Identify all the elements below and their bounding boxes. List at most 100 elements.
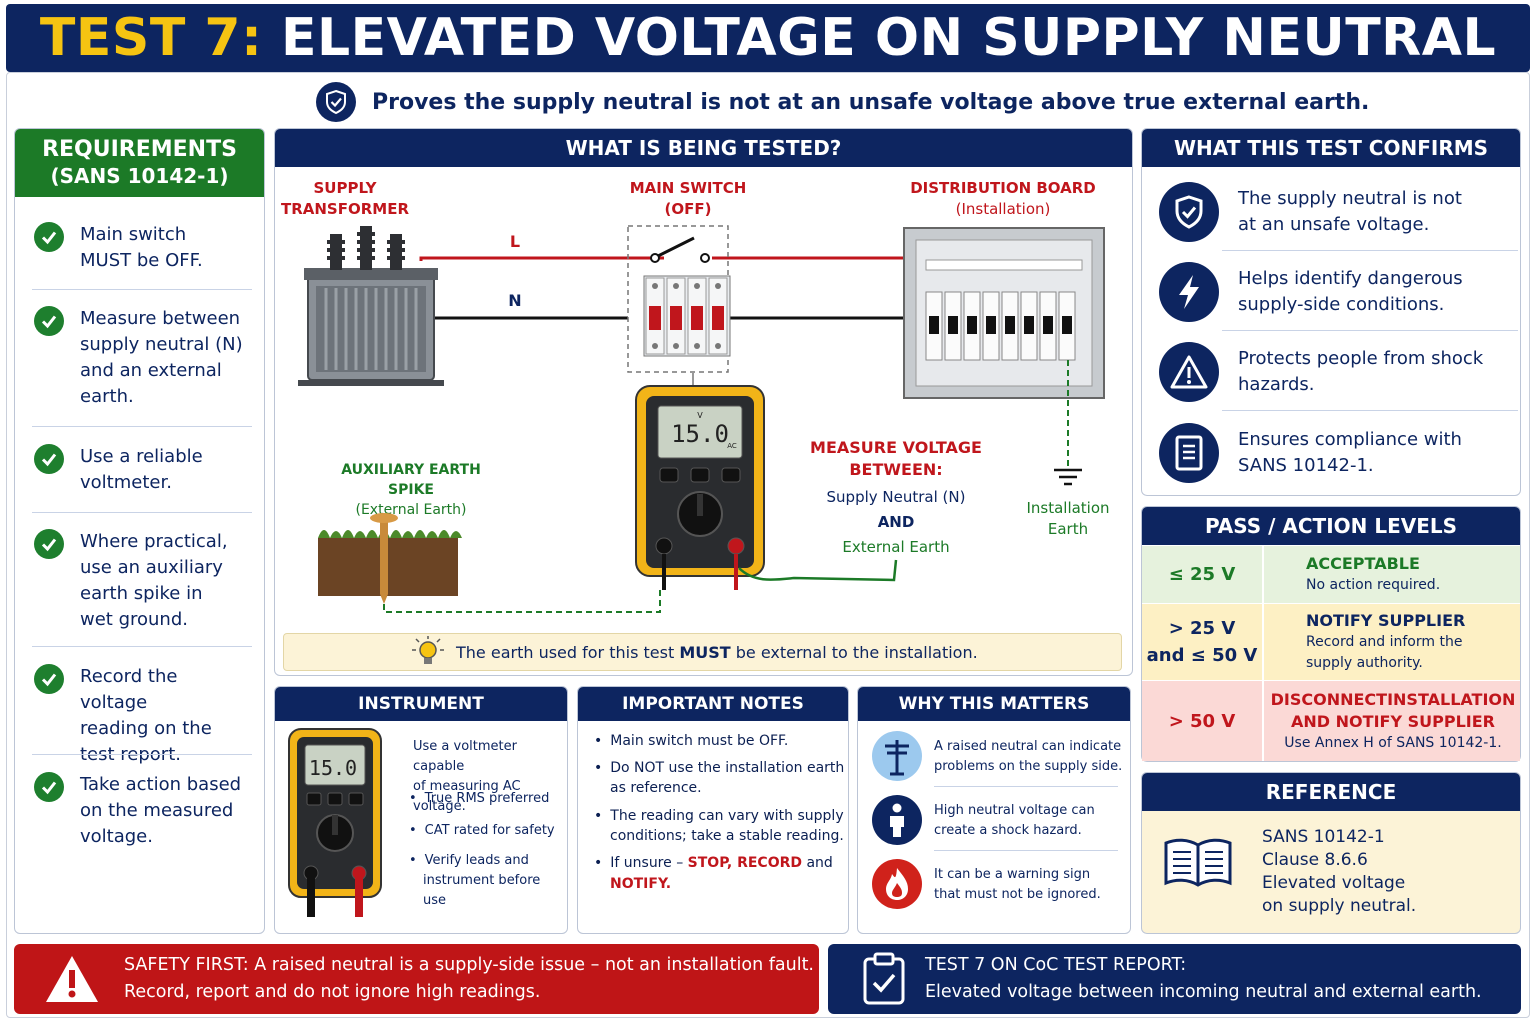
why-item-3: It can be a warning sign that must not b… — [934, 865, 1101, 905]
requirements-header: REQUIREMENTS (SANS 10142-1) — [15, 129, 264, 197]
check-icon — [34, 444, 64, 474]
confirm-item-text: Protects people from shock hazards. — [1238, 346, 1483, 398]
page-header: TEST 7: ELEVATED VOLTAGE ON SUPPLY NEUTR… — [6, 4, 1530, 72]
level-action-detail: Record and inform the — [1306, 634, 1463, 650]
requirement-line: voltage. — [80, 826, 153, 847]
title-prefix: TEST 7: — [39, 8, 263, 68]
db-label-2: (Installation) — [955, 200, 1051, 218]
earth-symbol-icon — [1054, 468, 1082, 486]
note-bullet-3: The reading can vary with supply — [594, 806, 843, 826]
instrument-bullet-3b: instrument before use — [423, 873, 541, 908]
why-item-2: High neutral voltage can create a shock … — [934, 801, 1095, 841]
safety-line-1: SAFETY FIRST: A raised neutral is a supp… — [124, 955, 814, 975]
confirm-line: at an unsafe voltage. — [1238, 214, 1430, 235]
measure-label-1: MEASURE VOLTAGE — [810, 438, 982, 457]
coc-line-1: TEST 7 ON CoC TEST REPORT: — [925, 955, 1187, 975]
clipboard-check-icon — [863, 952, 905, 1005]
why-sep-1 — [934, 786, 1118, 787]
note-4-and: and — [802, 855, 833, 871]
transformer-icon — [298, 226, 444, 386]
requirement-line: Measure between — [80, 308, 241, 329]
wiring-diagram: 15.0 V AC — [298, 225, 1105, 613]
main-switch-icon — [643, 236, 731, 357]
why-sep-2 — [934, 850, 1118, 851]
main-switch-label: MAIN SWITCH (OFF) — [613, 178, 763, 220]
why-item-2-line-1: High neutral voltage can — [934, 803, 1095, 818]
level-range: ≤ 25 V — [1142, 546, 1264, 603]
db-label-1: DISTRIBUTION BOARD — [910, 179, 1096, 197]
level-range-line: ≤ 25 V — [1168, 564, 1236, 585]
requirement-line: voltmeter. — [80, 472, 172, 493]
levels-title: PASS / ACTION LEVELS — [1142, 507, 1520, 545]
requirement-divider — [32, 426, 252, 427]
title-main: ELEVATED VOLTAGE ON SUPPLY NEUTRAL — [281, 8, 1497, 68]
note-bullet-2: Do NOT use the installation earth — [594, 758, 844, 778]
note-4-notify: NOTIFY. — [610, 876, 672, 892]
safety-text: SAFETY FIRST: A raised neutral is a supp… — [124, 952, 814, 1006]
reference-line-3: Elevated voltage — [1262, 873, 1406, 893]
measure-label: MEASURE VOLTAGE BETWEEN: — [806, 437, 986, 481]
instrument-lead: Use a voltmeter capable of measuring AC … — [413, 737, 567, 817]
lightning-icon — [1159, 262, 1219, 322]
why-panel: WHY THIS MATTERS A raised neutral can in… — [857, 686, 1131, 934]
line-l-label: L — [509, 232, 521, 251]
note-bullet-4: If unsure – STOP, RECORD and — [594, 853, 833, 873]
power-pole-icon — [872, 731, 922, 781]
confirm-line: The supply neutral is not — [1238, 188, 1462, 209]
spike-label-1: AUXILIARY EARTH SPIKE — [341, 462, 481, 498]
db-label: DISTRIBUTION BOARD (Installation) — [903, 178, 1103, 220]
confirm-line: Protects people from shock — [1238, 348, 1484, 369]
requirement-divider — [32, 646, 252, 647]
confirm-line: SANS 10142-1. — [1238, 455, 1374, 476]
reference-title: REFERENCE — [1142, 773, 1520, 811]
tested-title: WHAT IS BEING TESTED? — [275, 129, 1132, 167]
measure-earth: External Earth — [842, 538, 950, 556]
confirm-line: hazards. — [1238, 374, 1315, 395]
document-icon — [1159, 423, 1219, 483]
confirm-divider — [1222, 410, 1518, 411]
meter-unit-v: V — [697, 411, 703, 420]
level-action-title: AND NOTIFY SUPPLIER — [1291, 711, 1495, 731]
page-title: TEST 7: ELEVATED VOLTAGE ON SUPPLY NEUTR… — [6, 4, 1530, 72]
lightbulb-icon — [412, 636, 444, 664]
confirms-title: WHAT THIS TEST CONFIRMS — [1142, 129, 1520, 167]
level-action-detail: supply authority. — [1306, 655, 1423, 671]
confirm-line: supply-side conditions. — [1238, 294, 1445, 315]
requirement-line: Where practical, — [80, 531, 228, 552]
confirm-line: Helps identify dangerous — [1238, 268, 1463, 289]
coc-line-2: Elevated voltage between incoming neutra… — [925, 982, 1482, 1002]
level-action-title: NOTIFY SUPPLIER — [1306, 611, 1466, 630]
meter-reading: 15.0 — [671, 420, 729, 448]
green-test-lead — [738, 559, 898, 582]
installation-earth-label-1: Installation — [1026, 499, 1110, 517]
transformer-label: SUPPLY TRANSFORMER — [270, 178, 420, 220]
requirement-line: supply neutral (N) — [80, 334, 243, 355]
requirement-line: and an external — [80, 360, 222, 381]
reference-text: SANS 10142-1 Clause 8.6.6 Elevated volta… — [1262, 826, 1416, 918]
live-wire-left — [419, 256, 664, 261]
confirm-divider — [1222, 250, 1518, 251]
earth-note-text: The earth used for this test MUST be ext… — [456, 643, 978, 662]
requirement-text: Measure between supply neutral (N) and an … — [80, 306, 243, 410]
level-action-title: DISCONNECTINSTALLATION — [1270, 689, 1516, 709]
fire-icon — [872, 859, 922, 909]
level-action-title: ACCEPTABLE — [1306, 554, 1420, 573]
note-pre: The earth used for this test — [456, 642, 680, 662]
transformer-label-2: TRANSFORMER — [280, 200, 410, 218]
safety-line-2: Record, report and do not ignore high re… — [124, 982, 541, 1002]
subtitle: Proves the supply neutral is not at an u… — [372, 89, 1370, 115]
notes-panel: IMPORTANT NOTES Main switch must be OFF.… — [577, 686, 849, 934]
